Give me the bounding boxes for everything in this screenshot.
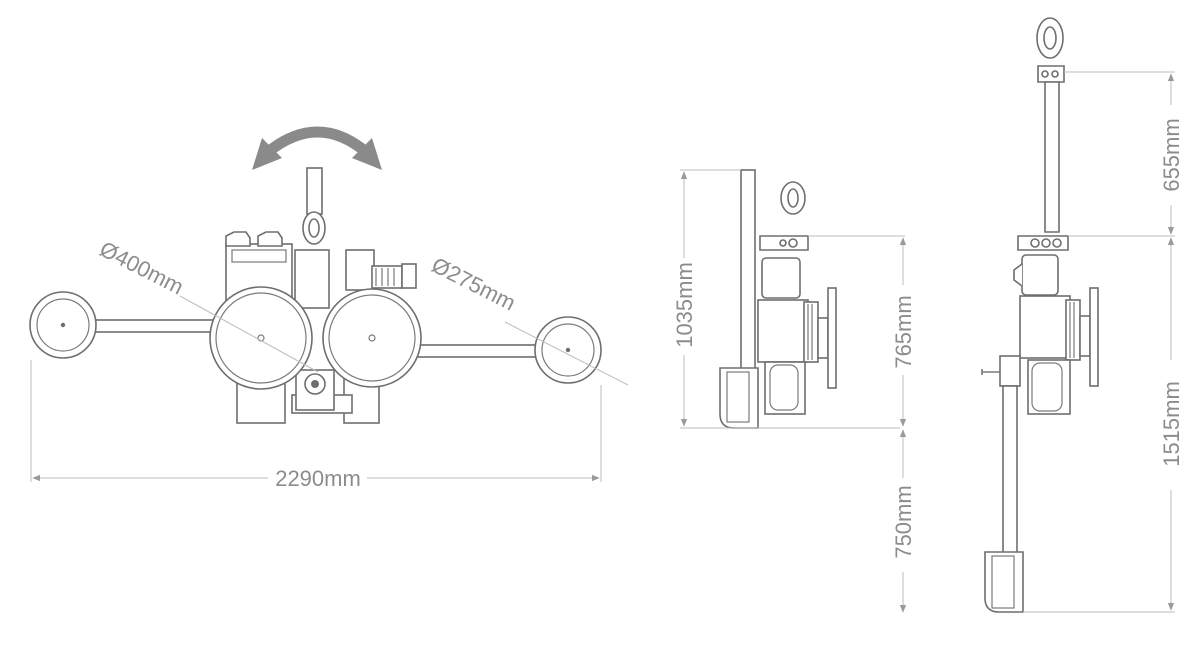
- width-label: 2290mm: [275, 466, 361, 491]
- suction-pad-right: [534, 316, 602, 384]
- handle-height-label: 750mm: [891, 485, 916, 558]
- dia-large-leader: [179, 295, 319, 373]
- dia-large-label: Ø400mm: [96, 236, 188, 299]
- lifting-eye: [302, 167, 326, 245]
- front-view: Ø400mm Ø275mm 2290mm: [29, 126, 629, 491]
- suction-pad-large-right: [322, 288, 422, 388]
- extended-height-label: 1515mm: [1159, 381, 1184, 467]
- dia-small-leader: [504, 321, 629, 386]
- suction-pad-left: [29, 291, 97, 359]
- compact-height-label: 1035mm: [672, 262, 697, 348]
- extended-handle: [984, 551, 1024, 613]
- dia-small-label: Ø275mm: [428, 252, 520, 315]
- suction-arms: [94, 319, 541, 358]
- rotate-double-arrow-icon: [252, 126, 382, 170]
- side-view-compact: 1035mm 765mm 750mm: [672, 169, 916, 613]
- extended-hanger-bar: [1044, 81, 1060, 233]
- side-view-extended: 655mm 1515mm: [981, 17, 1184, 613]
- lift-height-label: 765mm: [891, 295, 916, 368]
- top-lift-label: 655mm: [1159, 118, 1184, 191]
- suction-pad-large-left: [209, 286, 313, 390]
- suction-plate: [827, 287, 837, 389]
- handle: [719, 367, 759, 429]
